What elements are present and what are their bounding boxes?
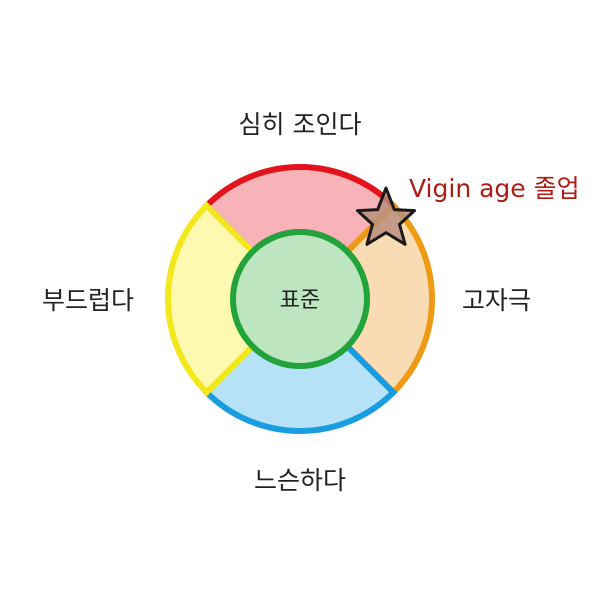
star-icon <box>356 186 416 246</box>
center-label: 표준 <box>280 288 320 313</box>
marker-label: Vigin age 졸업 <box>409 174 580 203</box>
label-left: 부드럽다 <box>42 286 135 315</box>
center-circle <box>230 229 370 369</box>
label-bottom: 느슨하다 <box>253 466 347 495</box>
label-right: 고자극 <box>462 286 532 315</box>
label-top: 심히 조인다 <box>238 110 362 139</box>
